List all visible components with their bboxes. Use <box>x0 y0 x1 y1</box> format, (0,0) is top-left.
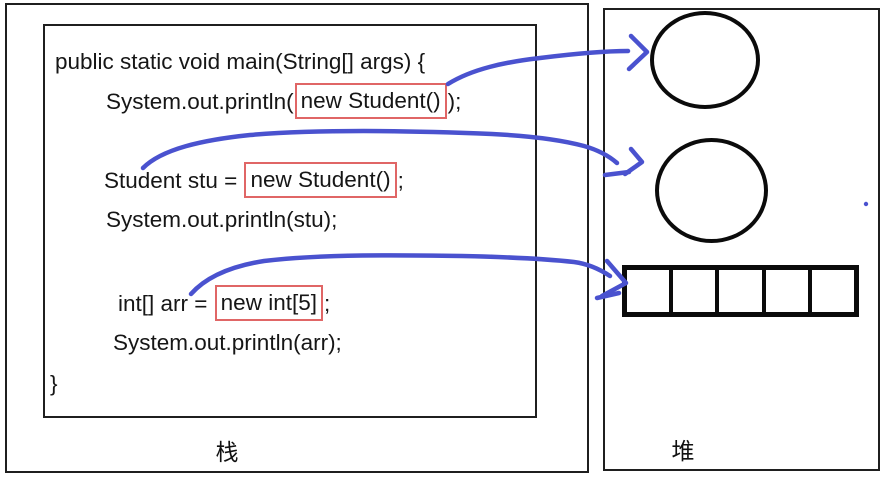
code-box <box>43 24 537 418</box>
int-array <box>622 265 859 317</box>
array-cell <box>766 270 812 312</box>
code-text: System.out.println( <box>106 88 294 114</box>
code-text: ; <box>323 290 331 316</box>
code-text: ; <box>397 167 404 193</box>
code-text: int[] arr = <box>118 290 214 316</box>
highlight-box: new Student() <box>294 83 447 119</box>
code-text: Student stu = <box>104 167 244 193</box>
code-line: System.out.println(stu); <box>106 206 337 233</box>
code-text: ); <box>447 88 462 114</box>
array-cell <box>719 270 766 312</box>
highlight-box: new int[5] <box>214 285 323 321</box>
code-line: public static void main(String[] args) { <box>55 48 425 75</box>
student-object-circle-1 <box>650 11 760 109</box>
code-line: Student stu = new Student(); <box>104 162 404 198</box>
code-text: public static void main(String[] args) { <box>55 49 426 74</box>
code-text: System.out.println(arr); <box>113 330 342 355</box>
array-cell <box>812 270 854 312</box>
code-line: System.out.println(new Student()); <box>106 83 461 119</box>
code-line: System.out.println(arr); <box>113 329 342 356</box>
array-cell <box>673 270 720 312</box>
code-text: } <box>50 371 58 396</box>
array-cell <box>627 270 674 312</box>
code-line: int[] arr = new int[5]; <box>118 285 330 321</box>
code-text: System.out.println(stu); <box>106 207 338 232</box>
code-line: } <box>50 370 58 397</box>
heap-label: 堆 <box>671 438 695 464</box>
student-object-circle-2 <box>655 138 768 243</box>
highlight-box: new Student() <box>244 162 397 198</box>
stack-label: 栈 <box>215 439 239 465</box>
